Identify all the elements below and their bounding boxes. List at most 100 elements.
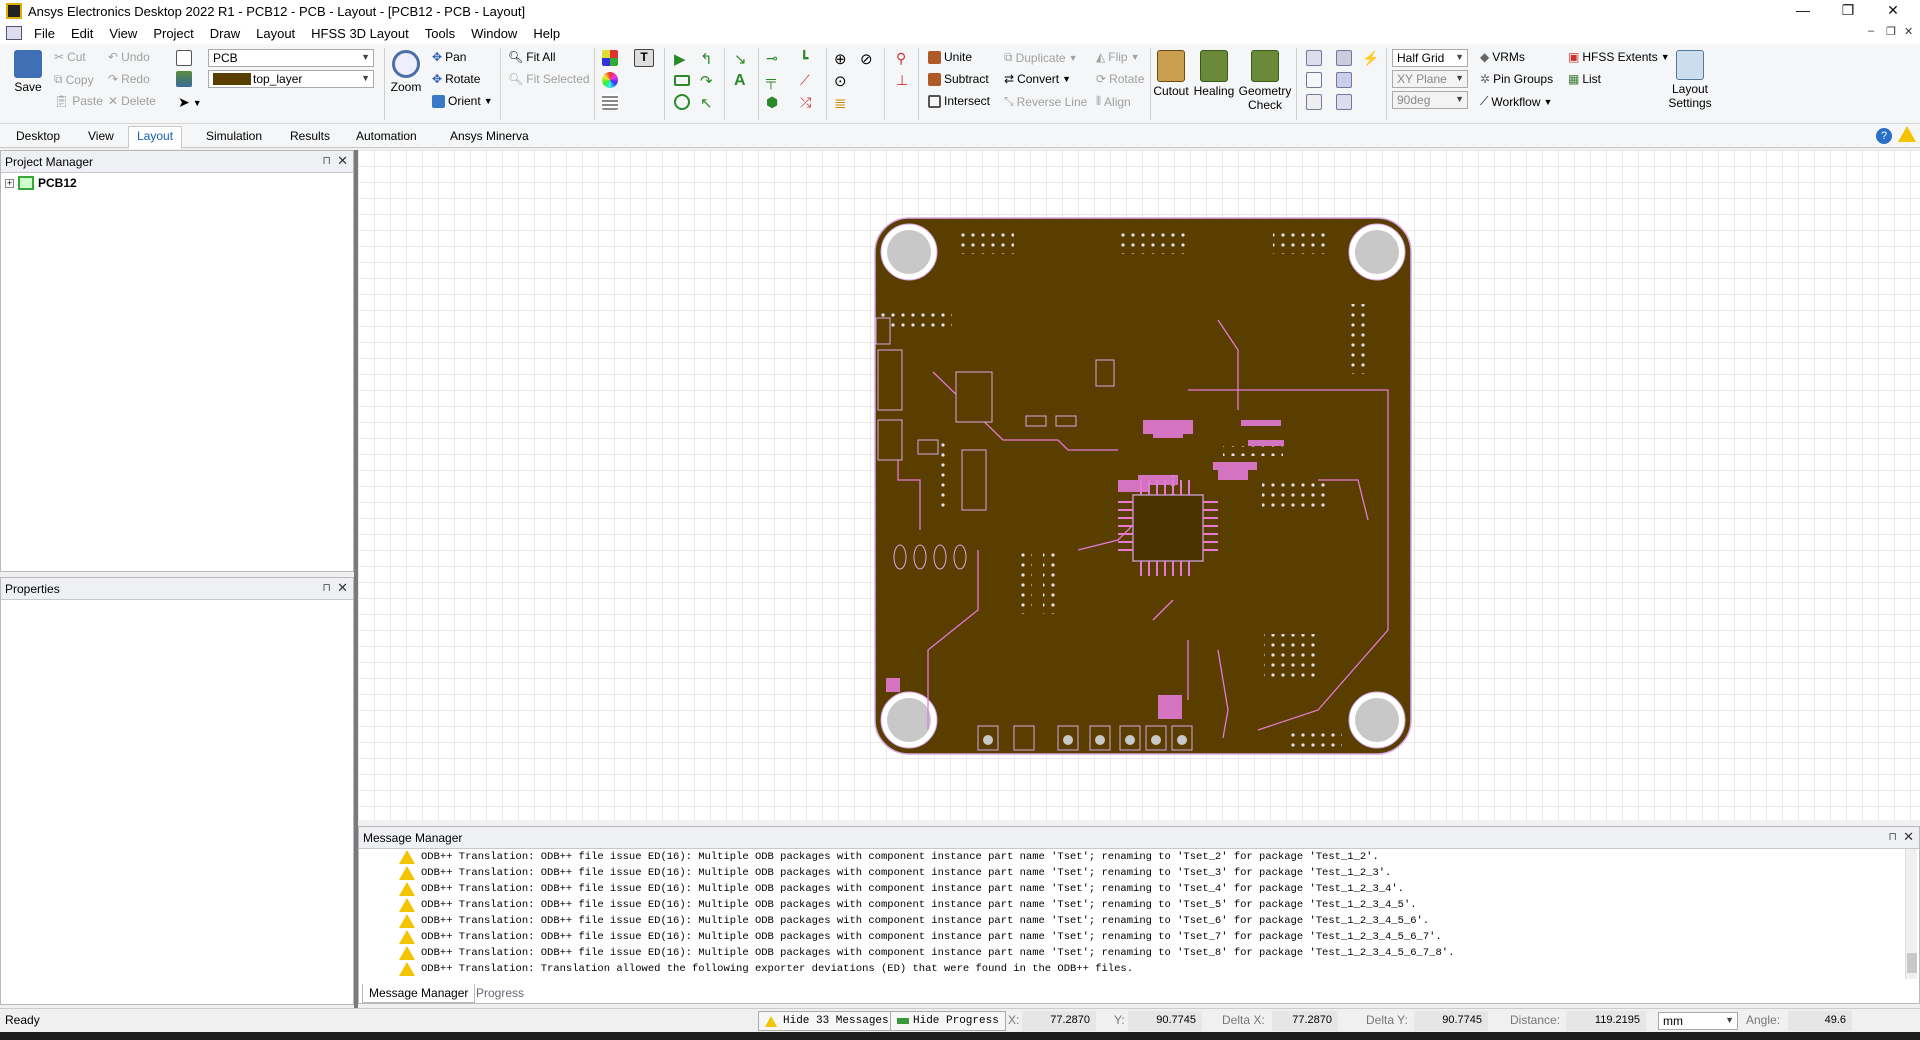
menu-edit[interactable]: Edit bbox=[70, 25, 94, 41]
draw-component-icon[interactable]: ╤ bbox=[766, 72, 776, 88]
layers-icon[interactable] bbox=[176, 71, 192, 87]
mdi-close-button[interactable]: ✕ bbox=[1904, 26, 1914, 38]
draw-line-icon[interactable]: ▶ bbox=[674, 51, 686, 68]
close-icon[interactable]: ✕ bbox=[337, 153, 348, 168]
close-icon[interactable]: ✕ bbox=[337, 580, 348, 595]
pin-groups-button[interactable]: ✲Pin Groups bbox=[1480, 72, 1553, 86]
message-line[interactable]: ODB++ Translation: ODB++ file issue ED(1… bbox=[359, 945, 1919, 961]
message-scrollbar[interactable] bbox=[1905, 849, 1917, 979]
tab-simulation[interactable]: Simulation bbox=[206, 129, 263, 143]
grid-select[interactable]: Half Grid▼ bbox=[1392, 49, 1468, 67]
pin-icon[interactable]: ⊓ bbox=[322, 155, 331, 167]
message-line[interactable]: ODB++ Translation: ODB++ file issue ED(1… bbox=[359, 865, 1919, 881]
design-type-icon[interactable] bbox=[176, 50, 192, 66]
snap-mode-icon[interactable] bbox=[1336, 94, 1352, 110]
select-tool-button[interactable]: ➤▼ bbox=[178, 94, 202, 111]
close-button[interactable]: ✕ bbox=[1887, 2, 1899, 18]
snap-quadrant-icon[interactable] bbox=[1306, 94, 1322, 110]
message-list[interactable]: ODB++ Translation: ODB++ file issue ED(1… bbox=[359, 849, 1919, 979]
fit-all-button[interactable]: 🔍︎Fit All bbox=[508, 50, 556, 64]
delete-button[interactable]: ✕Delete bbox=[108, 94, 156, 108]
snap-edge-icon[interactable]: ⚡ bbox=[1362, 50, 1380, 66]
tab-results[interactable]: Results bbox=[290, 129, 331, 143]
draw-wirebond-icon[interactable]: ⤮ bbox=[800, 94, 812, 110]
draw-port-icon[interactable]: ┗ bbox=[800, 50, 809, 66]
snap-grid-icon[interactable] bbox=[1306, 50, 1322, 66]
list-button[interactable]: ▦List bbox=[1568, 72, 1601, 86]
close-icon[interactable]: ✕ bbox=[1903, 829, 1914, 844]
warning-icon[interactable] bbox=[1898, 126, 1916, 142]
message-line[interactable]: ODB++ Translation: Translation allowed t… bbox=[359, 961, 1919, 977]
grid-icon[interactable] bbox=[602, 94, 618, 110]
scrollbar-thumb[interactable] bbox=[1907, 953, 1917, 973]
menu-project[interactable]: Project bbox=[153, 25, 194, 41]
tree-item-pcb12[interactable]: + PCB12 bbox=[1, 173, 353, 193]
flip-button[interactable]: ◭Flip▼ bbox=[1096, 50, 1140, 64]
qfn-chip[interactable] bbox=[1118, 480, 1218, 576]
text-tool-icon[interactable]: T bbox=[634, 49, 654, 67]
duplicate-button[interactable]: ⧉Duplicate▼ bbox=[1004, 50, 1078, 65]
mdi-restore-button[interactable]: ❐ bbox=[1886, 26, 1896, 38]
tab-message-manager[interactable]: Message Manager bbox=[362, 984, 476, 1003]
rotate-button[interactable]: ✥Rotate bbox=[432, 72, 480, 86]
cut-button[interactable]: ✂Cut bbox=[54, 50, 86, 64]
tab-view[interactable]: View bbox=[88, 129, 114, 143]
vertical-splitter[interactable] bbox=[354, 150, 358, 1008]
marker-icon[interactable]: ⚲ bbox=[896, 50, 907, 66]
draw-pin-icon[interactable]: ⊸ bbox=[766, 50, 778, 66]
color-wheel-icon[interactable] bbox=[602, 72, 618, 88]
app-document-icon[interactable] bbox=[6, 26, 22, 40]
plane-select[interactable]: XY Plane▼ bbox=[1392, 70, 1468, 88]
align-button[interactable]: ⫴Align bbox=[1096, 94, 1131, 109]
geometry-check-button[interactable]: Geometry Check bbox=[1238, 50, 1292, 112]
menu-layout[interactable]: Layout bbox=[256, 25, 296, 41]
workflow-button[interactable]: ⟋Workflow▼ bbox=[1480, 94, 1552, 109]
measure-icon[interactable]: ⊘ bbox=[860, 51, 873, 68]
maximize-button[interactable]: ❐ bbox=[1841, 2, 1855, 18]
hfss-extents-button[interactable]: ▣HFSS Extents▼ bbox=[1568, 50, 1670, 64]
tab-automation[interactable]: Automation bbox=[356, 129, 417, 143]
rotate-shape-button[interactable]: ⟳Rotate bbox=[1096, 72, 1144, 86]
draw-wire-icon[interactable]: ⟋ bbox=[800, 72, 810, 88]
message-line[interactable]: ODB++ Translation: ODB++ file issue ED(1… bbox=[359, 849, 1919, 865]
hide-messages-button[interactable]: Hide 33 Messages bbox=[758, 1011, 896, 1031]
hide-progress-button[interactable]: Hide Progress bbox=[890, 1011, 1006, 1031]
zoom-button[interactable]: Zoom bbox=[388, 50, 424, 94]
stack-icon[interactable]: ≣ bbox=[834, 95, 847, 112]
message-line[interactable]: ODB++ Translation: ODB++ file issue ED(1… bbox=[359, 897, 1919, 913]
redo-button[interactable]: ↷Redo bbox=[108, 72, 150, 86]
draw-rectangle-icon[interactable] bbox=[674, 75, 690, 86]
convert-button[interactable]: ⇄Convert▼ bbox=[1004, 72, 1071, 86]
draw-text-icon[interactable]: A bbox=[734, 72, 746, 89]
tab-desktop[interactable]: Desktop bbox=[16, 129, 61, 143]
snap-face-icon[interactable] bbox=[1306, 72, 1322, 88]
menu-hfss-3d-layout[interactable]: HFSS 3D Layout bbox=[311, 25, 409, 41]
color-grid-icon[interactable] bbox=[602, 50, 618, 66]
layout-canvas[interactable] bbox=[358, 150, 1920, 820]
copy-button[interactable]: ⧉Copy bbox=[54, 72, 94, 87]
snap-vertex-icon[interactable] bbox=[1336, 50, 1352, 66]
units-select[interactable]: mm▼ bbox=[1658, 1012, 1738, 1030]
tab-ansys-minerva[interactable]: Ansys Minerva bbox=[450, 129, 529, 143]
unite-button[interactable]: Unite bbox=[928, 50, 972, 64]
reverse-line-button[interactable]: ⤡Reverse Line bbox=[1004, 94, 1087, 109]
intersect-button[interactable]: Intersect bbox=[928, 94, 990, 108]
menu-draw[interactable]: Draw bbox=[209, 25, 241, 41]
minimize-button[interactable]: — bbox=[1796, 2, 1810, 18]
menu-file[interactable]: File bbox=[34, 25, 55, 41]
mdi-minimize-button[interactable]: – bbox=[1868, 25, 1875, 37]
menu-tools[interactable]: Tools bbox=[424, 25, 456, 41]
tab-progress[interactable]: Progress bbox=[476, 986, 525, 1000]
pin-icon[interactable]: ⊓ bbox=[322, 582, 331, 594]
probe-icon[interactable]: ⊥ bbox=[896, 72, 909, 88]
orient-button[interactable]: Orient▼ bbox=[432, 94, 493, 108]
menu-view[interactable]: View bbox=[109, 25, 138, 41]
snap-center-icon[interactable] bbox=[1336, 72, 1352, 88]
message-line[interactable]: ODB++ Translation: ODB++ file issue ED(1… bbox=[359, 929, 1919, 945]
menu-window[interactable]: Window bbox=[471, 25, 518, 41]
cutout-button[interactable]: Cutout bbox=[1152, 50, 1190, 98]
angle-select[interactable]: 90deg▼ bbox=[1392, 91, 1468, 109]
via-up-icon[interactable]: ⊙ bbox=[834, 73, 847, 90]
paste-button[interactable]: 📋︎Paste bbox=[54, 94, 103, 108]
vrms-button[interactable]: ◆VRMs bbox=[1480, 50, 1525, 64]
